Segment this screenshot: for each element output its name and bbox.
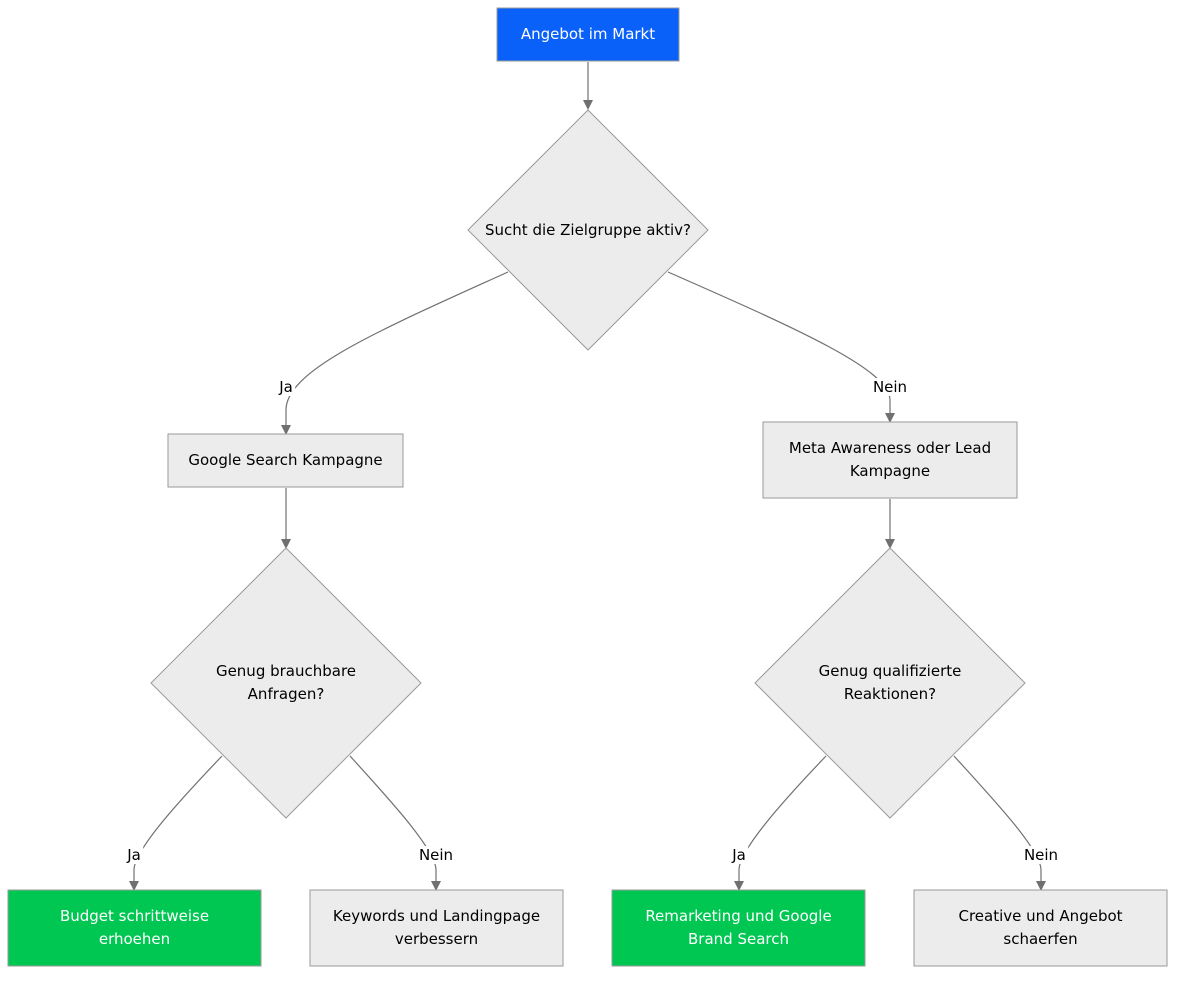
edge-label-requests-yes: Ja	[125, 846, 143, 864]
node-budget-label: Budget schrittweise erhoehen	[59, 907, 210, 948]
node-start	[496, 7, 680, 62]
node-meta-awareness-label: Meta Awareness oder Lead Kampagne	[788, 439, 992, 480]
node-start-label: Angebot im Markt	[520, 25, 656, 43]
node-creative-label: Creative und Angebot schaerfen	[958, 907, 1123, 948]
edge-label-search-yes: Ja	[277, 378, 295, 396]
node-remarketing-label: Remarketing und Google Brand Search	[645, 907, 832, 948]
node-keywords	[309, 889, 564, 967]
edge-label-reactions-no: Nein	[1021, 846, 1061, 864]
decision-reactions	[754, 547, 1026, 819]
node-budget	[7, 889, 262, 967]
node-creative	[913, 889, 1168, 967]
node-meta-awareness	[762, 421, 1018, 499]
edge-requests-yes	[129, 755, 223, 891]
edge-search-no	[667, 271, 895, 423]
edge-label-reactions-yes: Ja	[730, 846, 748, 864]
node-google-search-label: Google Search Kampagne	[188, 451, 383, 469]
decision-reactions-label: Genug qualifizierte Reaktionen?	[818, 662, 962, 703]
edge-requests-no	[349, 755, 441, 891]
node-google-search	[167, 433, 404, 488]
edge-reactions-yes	[734, 755, 827, 891]
node-remarketing	[611, 889, 866, 967]
decision-search	[467, 109, 709, 351]
decision-requests-label: Genug brauchbare Anfragen?	[215, 662, 357, 703]
node-keywords-label: Keywords und Landingpage verbessern	[332, 907, 541, 948]
decision-requests	[150, 547, 422, 819]
edge-search-yes	[281, 271, 509, 435]
edge-reactions-no	[953, 755, 1046, 891]
decision-search-label: Sucht die Zielgruppe aktiv?	[485, 220, 691, 239]
edge-label-search-no: Nein	[870, 378, 910, 396]
edge-label-requests-no: Nein	[416, 846, 456, 864]
